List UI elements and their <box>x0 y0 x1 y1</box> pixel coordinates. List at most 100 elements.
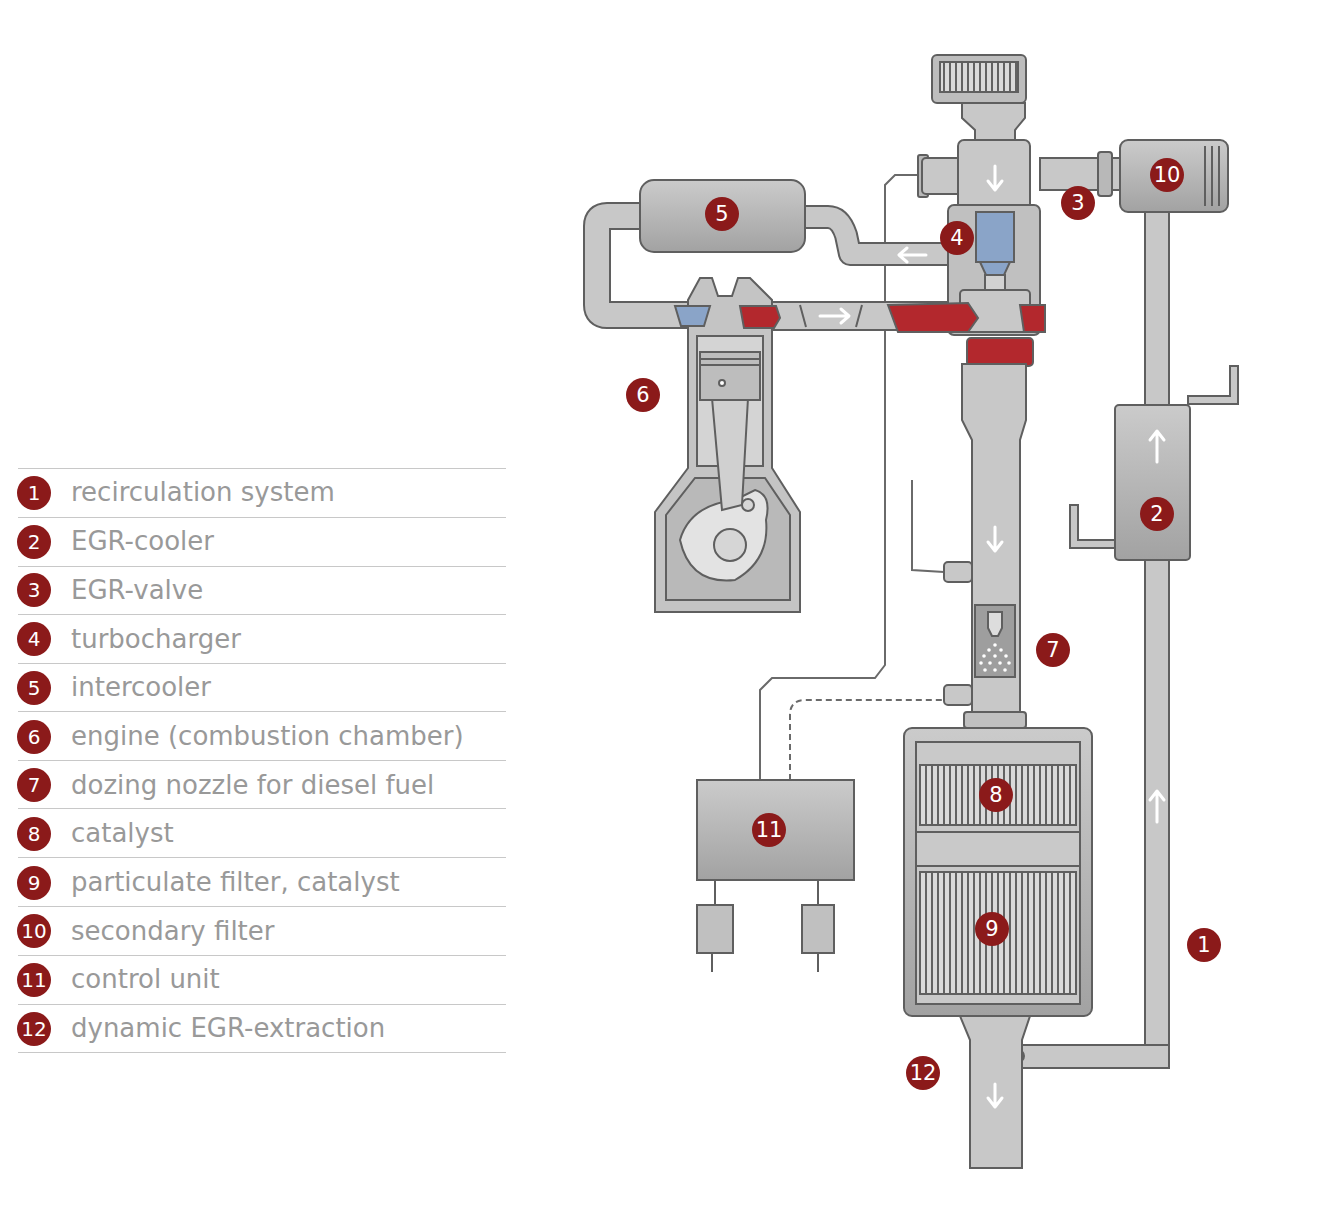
callout-badge: 10 <box>17 914 51 948</box>
key-row: 2EGR-cooler <box>17 518 214 566</box>
intercooler <box>640 180 805 252</box>
egr-return-pipe-part <box>1145 555 1169 1068</box>
engine-part <box>856 305 862 327</box>
key-row: 3 EGR-valve <box>17 566 203 614</box>
callout-number: 2 <box>1150 497 1163 531</box>
egr-return-pipe-part <box>1070 505 1117 548</box>
egr-valve <box>1098 152 1112 196</box>
flow-arrow-part <box>988 1084 1002 1107</box>
callout-badge: 4 <box>940 221 974 255</box>
catalyst-housing-part <box>920 765 1076 825</box>
control-unit-part <box>817 880 819 905</box>
secondary-filter-part <box>1120 140 1228 212</box>
air-filter-part <box>932 55 1026 103</box>
dosing-nozzle-part-part <box>1003 668 1007 672</box>
turbocharger-part <box>967 338 1033 366</box>
callout-number: 11 <box>21 963 46 997</box>
engine-part <box>700 352 760 400</box>
callout-badge: 9 <box>17 866 51 900</box>
engine-part <box>655 278 800 612</box>
callout-number: 12 <box>21 1012 46 1046</box>
wire-part <box>912 480 944 572</box>
callout-badge: 5 <box>705 197 739 231</box>
engine-part <box>742 499 754 511</box>
secondary-filter-part <box>1204 146 1206 206</box>
callout-badge: 5 <box>17 671 51 705</box>
secondary-filter-part <box>1218 146 1220 206</box>
intake-pipe-part <box>800 217 952 254</box>
part-name: particulate filter, catalyst <box>71 867 400 898</box>
dosing-nozzle-part-part <box>998 661 1002 665</box>
part-name: catalyst <box>71 818 174 849</box>
dosing-nozzle-part <box>988 612 1002 636</box>
callout-badge: 8 <box>17 817 51 851</box>
callout-badge: 9 <box>975 912 1009 946</box>
callout-badge: 11 <box>17 963 51 997</box>
callout-number: 3 <box>28 573 41 607</box>
key-row: 9 particulate filter, catalyst <box>17 859 400 907</box>
catalyst-housing-part <box>920 872 1076 994</box>
key-rule-part <box>18 1004 506 1005</box>
callout-badge: 6 <box>17 720 51 754</box>
callout-number: 8 <box>28 817 41 851</box>
egr-cooler-part <box>1115 405 1190 560</box>
key-rule <box>18 469 506 1053</box>
control-unit-part <box>697 780 854 880</box>
catalyst-housing-part <box>904 728 1092 1016</box>
key-row: 4turbocharger <box>17 615 241 663</box>
key-rule-part <box>18 517 506 518</box>
catalyst-housing <box>904 728 1092 1016</box>
callout-number: 7 <box>1046 633 1059 667</box>
callout-number: 11 <box>756 813 783 847</box>
turbocharger-part <box>888 303 978 332</box>
engine-part <box>740 306 780 328</box>
callout-number: 3 <box>1071 186 1084 220</box>
key-rule-part <box>18 955 506 956</box>
key-rule-part <box>18 857 506 858</box>
key-row: 1recirculation system <box>17 469 335 517</box>
engine-part <box>714 529 746 561</box>
control-unit-part <box>711 953 713 972</box>
control-unit-part <box>714 880 716 905</box>
key-row: 12dynamic EGR-extraction <box>17 1005 385 1053</box>
exhaust-pipe-part <box>960 1016 1030 1168</box>
dosing-nozzle <box>975 605 1015 677</box>
key-row: 7dozing nozzle for diesel fuel <box>17 761 434 809</box>
key-rule-part <box>18 1052 506 1053</box>
key-rule-part <box>18 614 506 615</box>
key-row: 11control unit <box>17 956 220 1004</box>
control-unit-part <box>817 953 819 972</box>
key-rule-part <box>18 906 506 907</box>
engine-part <box>700 364 760 366</box>
key-rule-part <box>18 663 506 664</box>
callout-number: 4 <box>28 622 41 656</box>
control-unit-part <box>697 905 733 953</box>
dosing-nozzle-part-part <box>1007 661 1011 665</box>
dosing-nozzle-part-part <box>988 661 992 665</box>
secondary-filter <box>1120 140 1228 212</box>
intake-pipe-part <box>800 217 952 254</box>
callout-badge: 2 <box>17 525 51 559</box>
flow-arrow-part <box>988 166 1002 190</box>
turbocharger-part <box>980 262 1010 275</box>
engine-part <box>719 380 725 386</box>
engine-part <box>800 305 806 327</box>
key-rule-part <box>18 808 506 809</box>
callout-number: 6 <box>636 378 649 412</box>
key-rule-part <box>18 711 506 712</box>
callout-number: 6 <box>28 720 41 754</box>
turbocharger-part <box>1020 305 1045 332</box>
dosing-nozzle-part-part <box>999 648 1003 652</box>
callout-number: 9 <box>985 912 998 946</box>
dosing-nozzle-part-part <box>993 643 997 647</box>
egr-valve-part <box>1098 152 1112 196</box>
key-rule-part <box>18 468 506 469</box>
secondary-filter-part <box>1211 146 1213 206</box>
callout-badge: 2 <box>1140 497 1174 531</box>
engine <box>655 278 862 612</box>
flow-arrow-part <box>988 527 1002 551</box>
part-name: EGR-valve <box>71 575 203 606</box>
callout-number: 8 <box>989 778 1002 812</box>
engine-part <box>700 358 760 360</box>
part-name: secondary filter <box>71 916 274 947</box>
